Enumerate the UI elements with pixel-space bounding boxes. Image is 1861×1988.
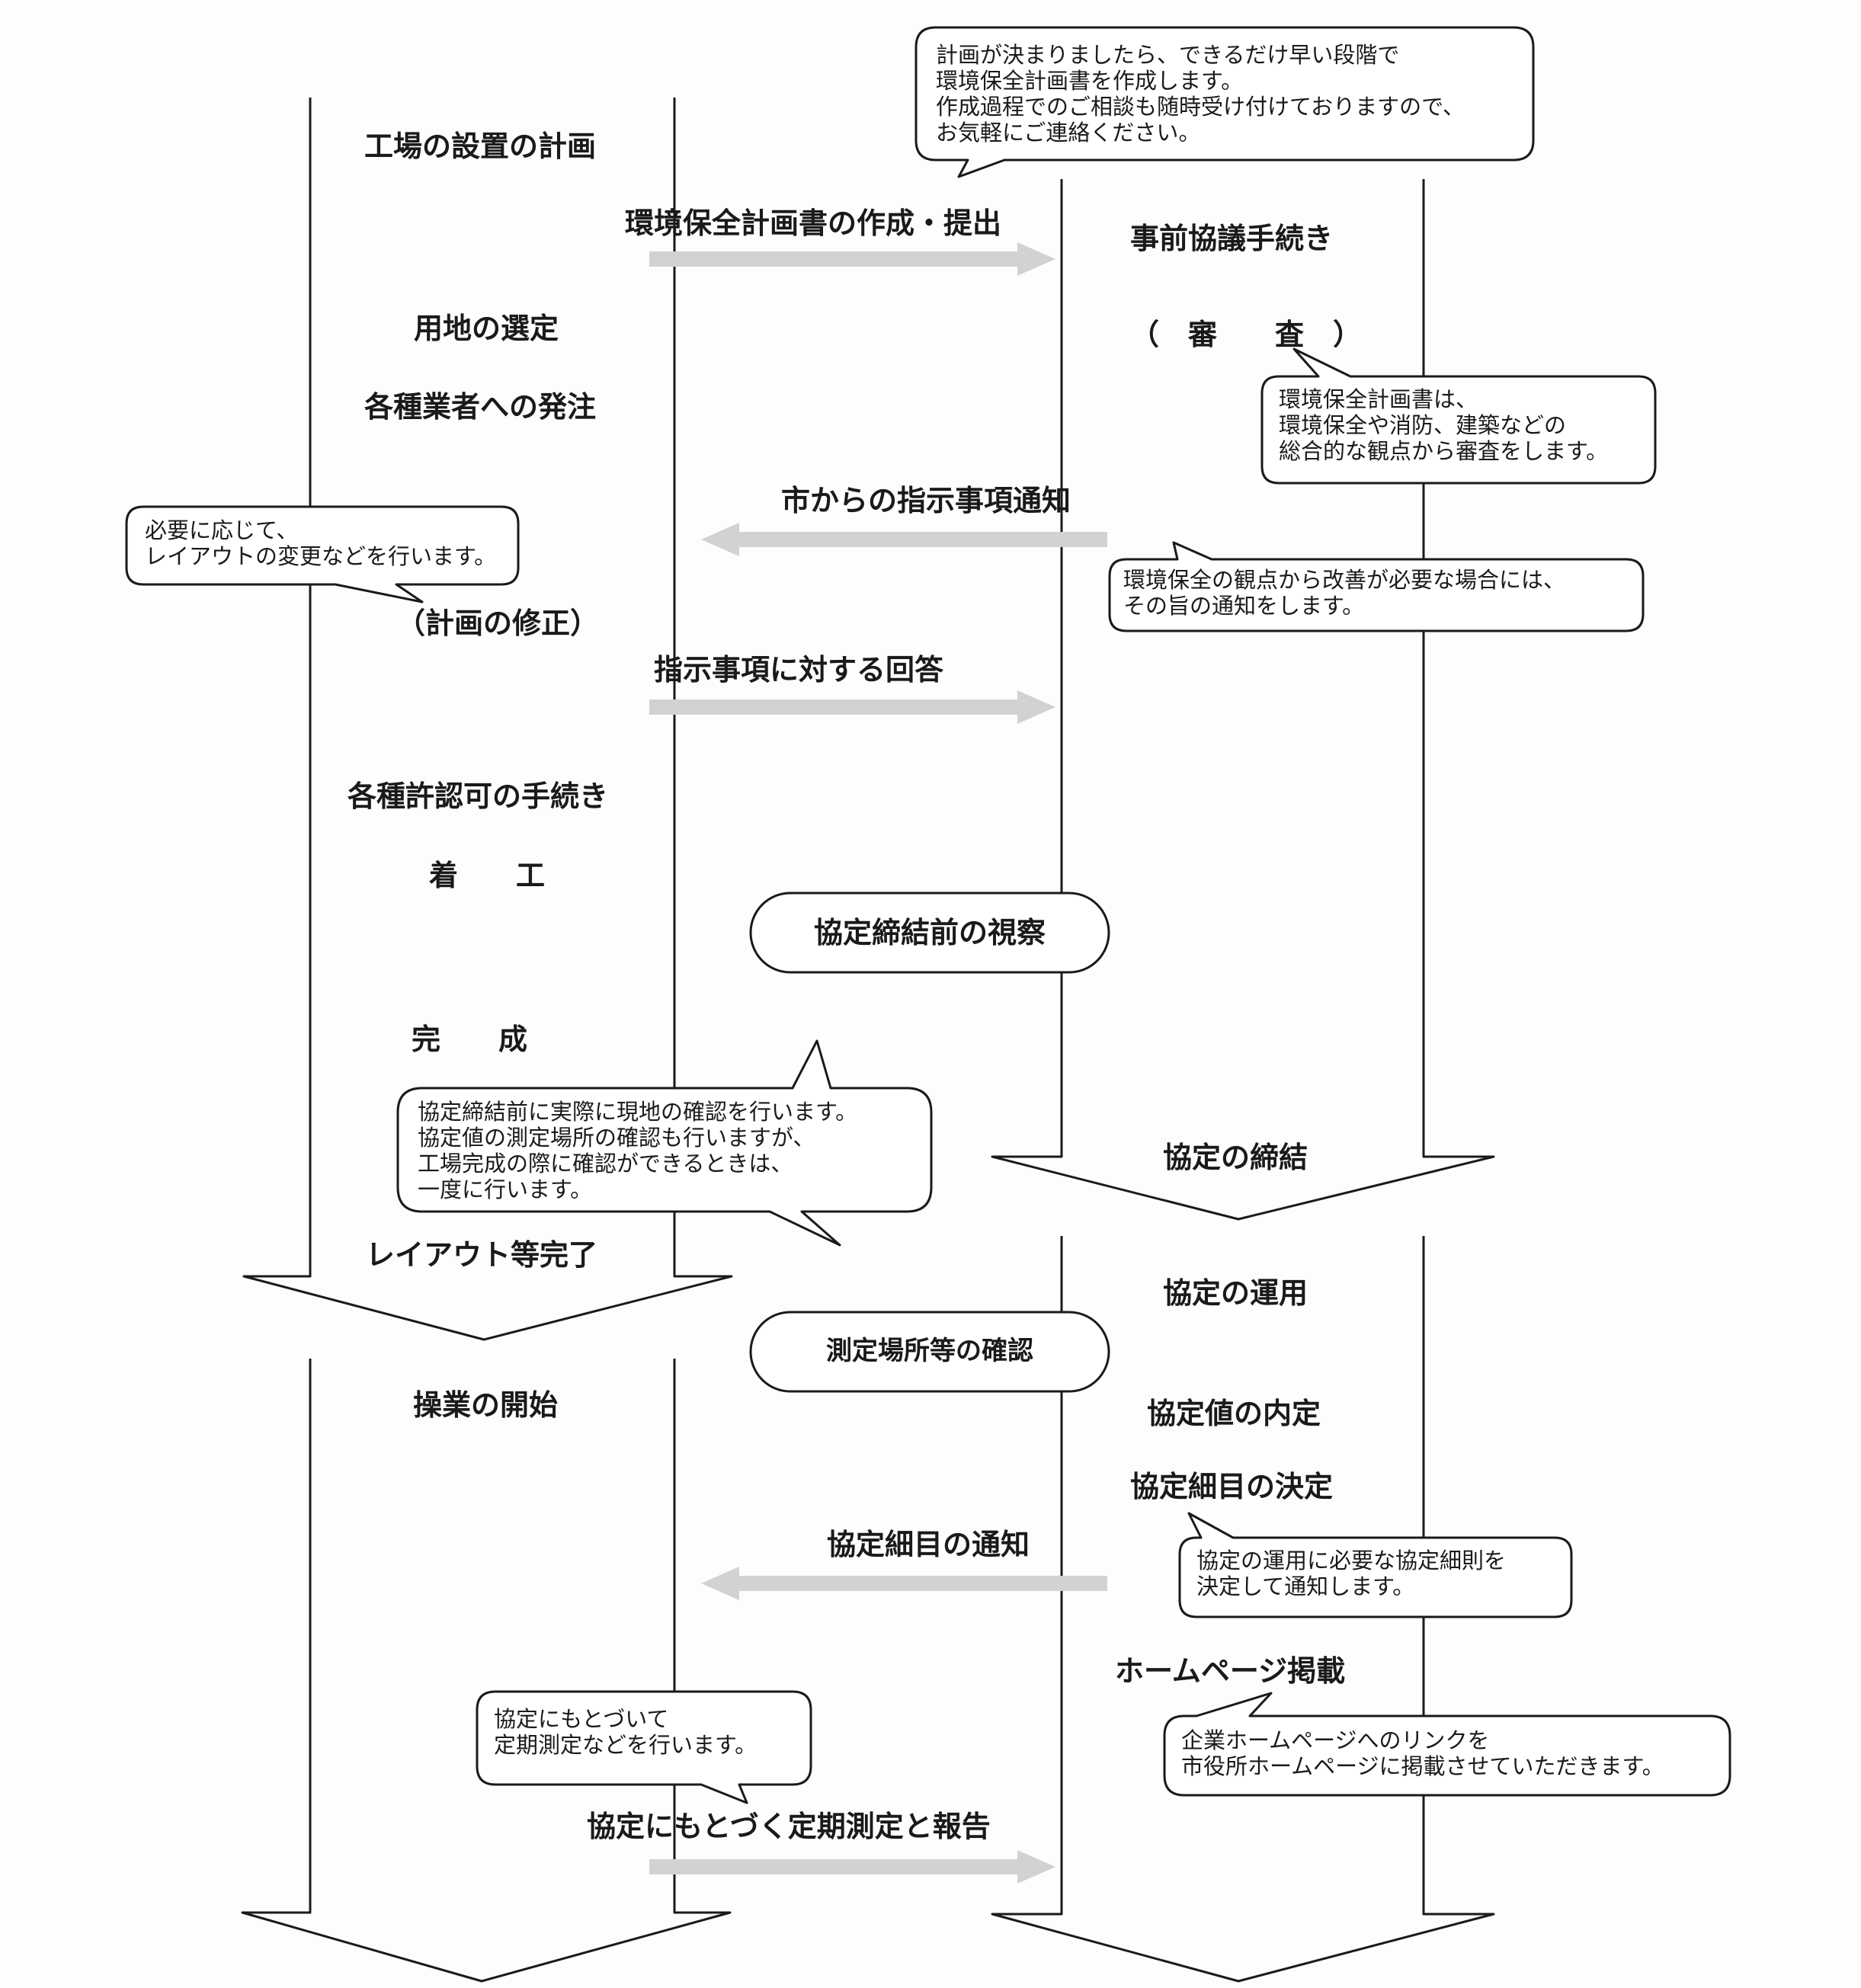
callout-details [1178, 1512, 1573, 1618]
operation-start-label: 操業の開始 [413, 1388, 559, 1422]
note-line: 決定して通知します。 [1196, 1573, 1415, 1599]
flow-arrow-periodic [649, 1850, 1055, 1884]
callout-periodic [476, 1690, 812, 1804]
note-site: 協定締結前に実際に現地の確認を行います。 協定値の測定場所の確認も行いますが、 … [418, 1099, 858, 1203]
note-line: 工場完成の際に確認ができるときは、 [418, 1150, 793, 1176]
note-line: 環境保全計画書を作成します。 [936, 67, 1244, 94]
left-column-arrow-2 [241, 1359, 732, 1983]
details-decision-label: 協定細目の決定 [1130, 1470, 1334, 1503]
instruction-notice-label: 市からの指示事項通知 [781, 484, 1071, 517]
value-tentative-label: 協定値の内定 [1147, 1397, 1321, 1430]
note-line: 計画が決まりましたら、できるだけ早い段階で [936, 42, 1400, 68]
note-line: 協定の運用に必要な協定細則を [1196, 1548, 1507, 1573]
note-review: 環境保全計画書は、 環境保全や消防、建築などの 総合的な観点から審査をします。 [1279, 386, 1609, 465]
note-line: 総合的な観点から審査をします。 [1279, 437, 1609, 464]
note-line: 市役所ホームページに掲載させていただきます。 [1181, 1753, 1664, 1779]
callout-layout [125, 505, 520, 603]
note-line: 環境保全計画書は、 [1279, 386, 1478, 412]
flow-arrow-response [649, 690, 1055, 724]
note-line: 環境保全の観点から改善が必要な場合には、 [1123, 567, 1566, 593]
note-line: 協定にもとづいて [494, 1706, 669, 1732]
callout-top [914, 26, 1535, 178]
details-notice-label: 協定細目の通知 [827, 1528, 1030, 1561]
note-line: 協定値の測定場所の確認も行いますが、 [418, 1124, 815, 1151]
callout-improve [1108, 541, 1645, 632]
right-column-arrow-1 [991, 179, 1495, 1221]
note-line: 一度に行います。 [418, 1176, 593, 1202]
flow-arrow-instruction [701, 523, 1107, 556]
note-line: 作成過程でのご相談も随時受け付けておりますので、 [936, 93, 1465, 120]
plan-label: 工場の設置の計画 [364, 130, 597, 163]
prior-consultation-label: 事前協議手続き [1130, 222, 1334, 255]
right-column-arrow-2 [991, 1236, 1495, 1983]
flow-arrow-details [701, 1567, 1107, 1600]
revision-label: （計画の修正） [396, 607, 600, 640]
callout-review [1260, 347, 1657, 485]
periodic-report-label: 協定にもとづく定期測定と報告 [587, 1810, 991, 1843]
completion-label: 完 成 [412, 1023, 528, 1056]
response-label: 指示事項に対する回答 [654, 653, 944, 687]
callout-site [396, 1039, 933, 1247]
submit-plan-label: 環境保全計画書の作成・提出 [625, 206, 1002, 240]
order-label: 各種業者への発注 [364, 390, 597, 424]
permits-label: 各種許認可の手続き [348, 780, 609, 813]
note-line: レイアウトの変更などを行います。 [145, 543, 497, 569]
note-improve: 環境保全の観点から改善が必要な場合には、 その旨の通知をします。 [1123, 567, 1566, 619]
note-periodic: 協定にもとづいて 定期測定などを行います。 [494, 1706, 758, 1759]
pill-measure-shape [749, 1311, 1110, 1393]
note-homepage: 企業ホームページへのリンクを 市役所ホームページに掲載させていただきます。 [1181, 1727, 1664, 1780]
flow-arrow-submit [649, 242, 1055, 276]
note-line: 環境保全や消防、建築などの [1279, 411, 1567, 438]
homepage-label: ホームページ掲載 [1115, 1654, 1346, 1688]
note-line: 企業ホームページへのリンクを [1181, 1727, 1490, 1753]
layout-done-label: レイアウト等完了 [366, 1238, 598, 1272]
pill-inspection: 協定締結前の視察 [813, 916, 1046, 949]
note-line: その旨の通知をします。 [1123, 592, 1365, 619]
note-details: 協定の運用に必要な協定細則を 決定して通知します。 [1196, 1548, 1506, 1600]
note-top: 計画が決まりましたら、できるだけ早い段階で 環境保全計画書を作成します。 作成過… [936, 42, 1465, 146]
agreement-operation-label: 協定の運用 [1163, 1276, 1308, 1310]
note-line: お気軽にご連絡ください。 [936, 119, 1201, 146]
construction-label: 着 工 [429, 859, 546, 892]
review-label: （ 審 査 ） [1130, 318, 1363, 351]
callout-homepage [1163, 1692, 1731, 1797]
site-selection-label: 用地の選定 [414, 312, 559, 345]
note-line: 定期測定などを行います。 [494, 1731, 758, 1758]
pill-inspection-shape [749, 892, 1110, 974]
note-layout: 必要に応じて、 レイアウトの変更などを行います。 [145, 517, 497, 570]
pill-measure-check: 測定場所等の確認 [826, 1336, 1033, 1366]
note-line: 協定締結前に実際に現地の確認を行います。 [418, 1099, 858, 1125]
note-line: 必要に応じて、 [145, 517, 299, 543]
left-column-arrow-1 [242, 98, 733, 1341]
agreement-signing-label: 協定の締結 [1163, 1141, 1308, 1174]
